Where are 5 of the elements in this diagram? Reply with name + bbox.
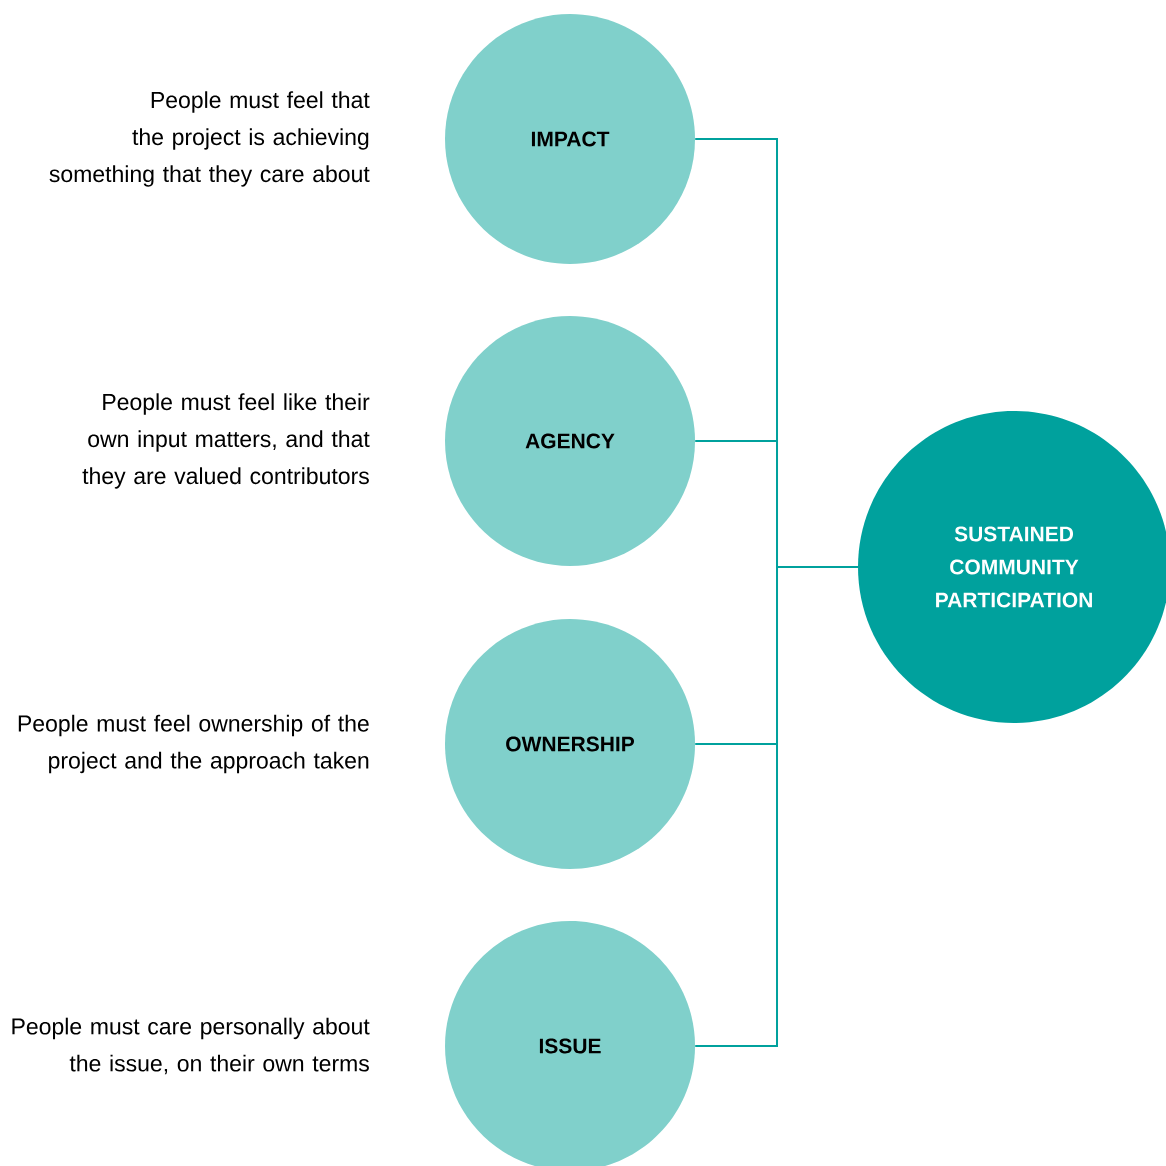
description-text: People must feel like their own input matters, and that they are valued contributors [82,393,370,489]
connector-line [694,566,859,1047]
description-text: People must feel ownership of the project and the approach taken [18,714,369,774]
description-text: People must feel that the project is achieving something that they care about [49,91,370,187]
description-text: People must care personally about the issue, on their own terms [12,1017,370,1075]
